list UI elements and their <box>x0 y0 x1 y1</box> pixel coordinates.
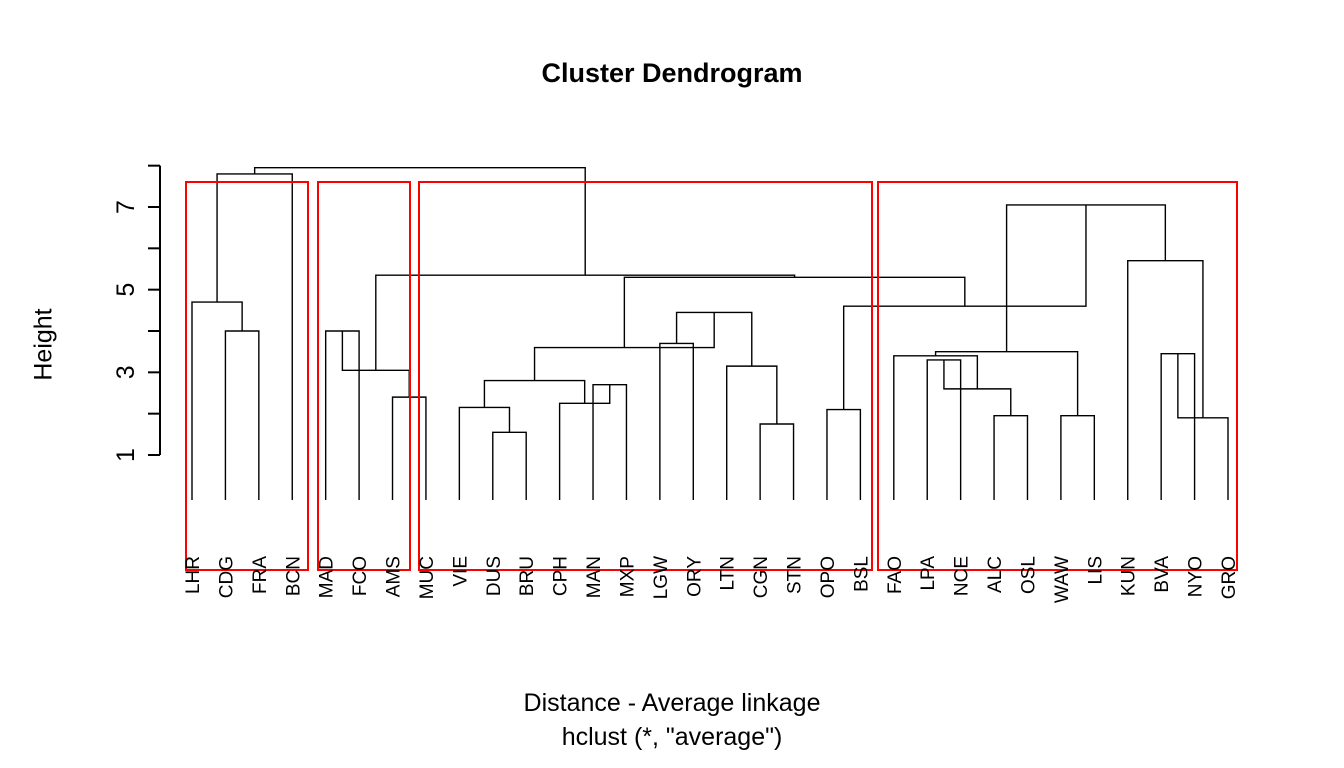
leaf-label-bsl: BSL <box>851 556 872 592</box>
page-title: Cluster Dendrogram <box>541 58 803 88</box>
dendrogram-link <box>934 350 1079 416</box>
leaf-label-nyo: NYO <box>1186 556 1207 597</box>
dendrogram-link <box>458 406 511 500</box>
leaf-label-mad: MAD <box>317 556 338 598</box>
leaf-label-bru: BRU <box>517 556 538 596</box>
dendrogram-link <box>216 173 293 500</box>
leaf-label-fao: FAO <box>885 556 906 594</box>
dendrogram-link <box>893 355 979 500</box>
leaf-label-lgw: LGW <box>651 556 672 599</box>
dendrogram-link <box>842 204 1087 410</box>
dendrogram-link <box>623 276 966 348</box>
y-axis-tick-label: 1 <box>112 448 140 462</box>
leaf-label-vie: VIE <box>450 556 471 587</box>
dendrogram-link <box>224 330 260 500</box>
x-axis-label-line1: Distance - Average linkage <box>523 689 821 717</box>
dendrogram-link <box>1160 353 1196 500</box>
dendrogram-link <box>253 167 586 276</box>
leaf-label-muc: MUC <box>417 556 438 599</box>
leaf-label-waw: WAW <box>1052 556 1073 603</box>
cluster-box <box>418 181 873 571</box>
y-axis-tick-label: 3 <box>112 365 140 379</box>
leaf-label-man: MAN <box>584 556 605 598</box>
dendrogram-links <box>191 167 1229 500</box>
leaf-label-fco: FCO <box>350 556 371 596</box>
leaf-label-cgn: CGN <box>751 556 772 598</box>
dendrogram-link <box>826 408 862 500</box>
y-axis-tick-label: 5 <box>112 283 140 297</box>
leaf-label-fra: FRA <box>250 556 271 594</box>
leaf-label-alc: ALC <box>985 556 1006 593</box>
dendrogram-link <box>1127 260 1204 500</box>
leaf-label-ory: ORY <box>684 556 705 597</box>
dendrogram-link <box>726 365 778 500</box>
leaf-label-stn: STN <box>785 556 806 594</box>
leaf-label-lpa: LPA <box>918 556 939 591</box>
dendrogram-link <box>592 384 628 500</box>
cluster-boxes <box>185 181 1238 571</box>
y-axis: 1 3 5 7 <box>112 164 161 462</box>
leaf-label-lis: LIS <box>1085 556 1106 585</box>
cluster-box <box>185 181 309 571</box>
leaf-label-ltn: LTN <box>718 556 739 590</box>
dendrogram-link <box>1060 415 1096 500</box>
leaf-label-opo: OPO <box>818 556 839 598</box>
dendrogram-link <box>759 423 795 500</box>
leaf-label-gro: GRO <box>1219 556 1240 599</box>
dendrogram-link <box>375 274 796 371</box>
dendrogram-link <box>492 431 527 500</box>
leaf-label-osl: OSL <box>1018 556 1039 594</box>
dendrogram-link <box>926 359 962 500</box>
leaf-label-nce: NCE <box>952 556 973 596</box>
leaf-label-cdg: CDG <box>216 556 237 598</box>
leaf-label-kun: KUN <box>1119 556 1140 596</box>
x-axis-label: Distance - Average linkage hclust (*, "a… <box>0 686 1344 754</box>
dendrogram-link <box>659 342 694 500</box>
leaf-labels: LHR CDG FRA BCN MAD FCO AMS MUC VIE DUS BRU CPH MAN M… <box>183 556 1240 603</box>
leaf-label-lhr: LHR <box>183 556 204 594</box>
leaf-label-bcn: BCN <box>283 556 304 596</box>
cluster-box <box>877 181 1238 571</box>
cluster-box <box>317 181 411 571</box>
dendrogram-link <box>1005 204 1167 352</box>
leaf-label-ams: AMS <box>384 556 405 597</box>
dendrogram-link <box>993 415 1029 500</box>
dendrogram-link <box>191 301 243 500</box>
leaf-label-mxp: MXP <box>617 556 638 597</box>
leaf-label-cph: CPH <box>551 556 572 596</box>
dendrogram-link <box>943 359 1012 416</box>
leaf-label-bva: BVA <box>1152 556 1173 593</box>
y-axis-tick-label: 7 <box>112 200 140 214</box>
x-axis-label-line2: hclust (*, "average") <box>561 723 783 751</box>
leaf-label-dus: DUS <box>484 556 505 596</box>
